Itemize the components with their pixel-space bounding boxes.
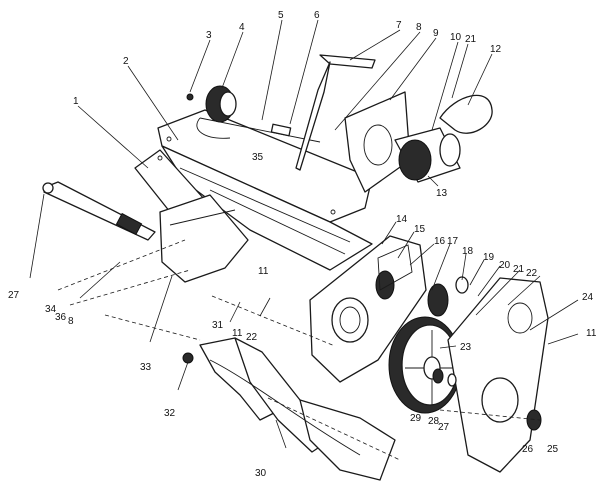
callout-24: 24 [582, 292, 594, 303]
crank-handle [295, 54, 376, 171]
large-pulley-wheel [388, 316, 462, 414]
callout-14: 14 [396, 214, 408, 225]
callout-13: 13 [436, 188, 448, 199]
drive-pulley [427, 276, 469, 317]
auger-assembly [199, 337, 396, 481]
callout-22: 22 [526, 268, 538, 279]
side-cover [447, 277, 549, 473]
callout-21: 21 [465, 34, 477, 45]
callout-23: 23 [460, 342, 472, 353]
callout-27-left: 27 [8, 290, 20, 301]
housing-frame [157, 109, 373, 271]
callout-4: 4 [239, 22, 245, 33]
callout-1: 1 [73, 96, 79, 107]
electric-motor [394, 127, 461, 183]
chute-gasket [344, 91, 411, 193]
callout-7: 7 [396, 20, 402, 31]
auger-bearing [182, 352, 194, 364]
gear-housing [309, 235, 427, 383]
callout-9: 9 [433, 28, 439, 39]
callout-8b: 8 [68, 316, 74, 327]
control-rod [196, 117, 321, 143]
callout-labels: 1 2 3 4 5 6 7 8 9 10 21 12 13 14 15 16 1… [8, 10, 597, 479]
outer-bearing [526, 409, 542, 431]
callout-32: 32 [164, 408, 176, 419]
callout-11c: 11 [258, 266, 269, 277]
callout-2: 2 [123, 56, 129, 67]
callout-16: 16 [434, 236, 446, 247]
callout-17: 17 [447, 236, 459, 247]
callout-22b: 22 [246, 332, 258, 343]
callout-11: 11 [586, 328, 597, 339]
callout-33: 33 [140, 362, 152, 373]
callout-29: 29 [410, 413, 422, 424]
callout-8: 8 [416, 22, 422, 33]
callout-30: 30 [255, 468, 267, 479]
callout-15: 15 [414, 224, 426, 235]
callout-20: 20 [499, 260, 511, 271]
callout-26: 26 [522, 444, 534, 455]
callout-18: 18 [462, 246, 474, 257]
callout-19: 19 [483, 252, 495, 263]
callout-28: 28 [428, 416, 440, 427]
side-plate [159, 194, 249, 283]
washer [432, 368, 444, 384]
alignment-lines [57, 239, 541, 461]
callout-10: 10 [450, 32, 462, 43]
power-cord [439, 94, 493, 134]
spacer [447, 373, 457, 387]
leader-lines [29, 19, 579, 449]
callout-12: 12 [490, 44, 502, 55]
bearing-wheel [205, 85, 237, 123]
nut-icon [186, 93, 194, 101]
callout-5: 5 [278, 10, 284, 21]
callout-25: 25 [547, 444, 559, 455]
callout-36: 36 [55, 312, 67, 323]
callout-31: 31 [212, 320, 224, 331]
callout-35: 35 [252, 152, 264, 163]
callout-21b: 21 [513, 264, 525, 275]
drive-shaft [42, 181, 156, 241]
callout-6: 6 [314, 10, 320, 21]
callout-34: 34 [45, 304, 57, 315]
callout-11b: 11 [232, 328, 243, 339]
callout-3: 3 [206, 30, 212, 41]
callout-27: 27 [438, 422, 450, 433]
